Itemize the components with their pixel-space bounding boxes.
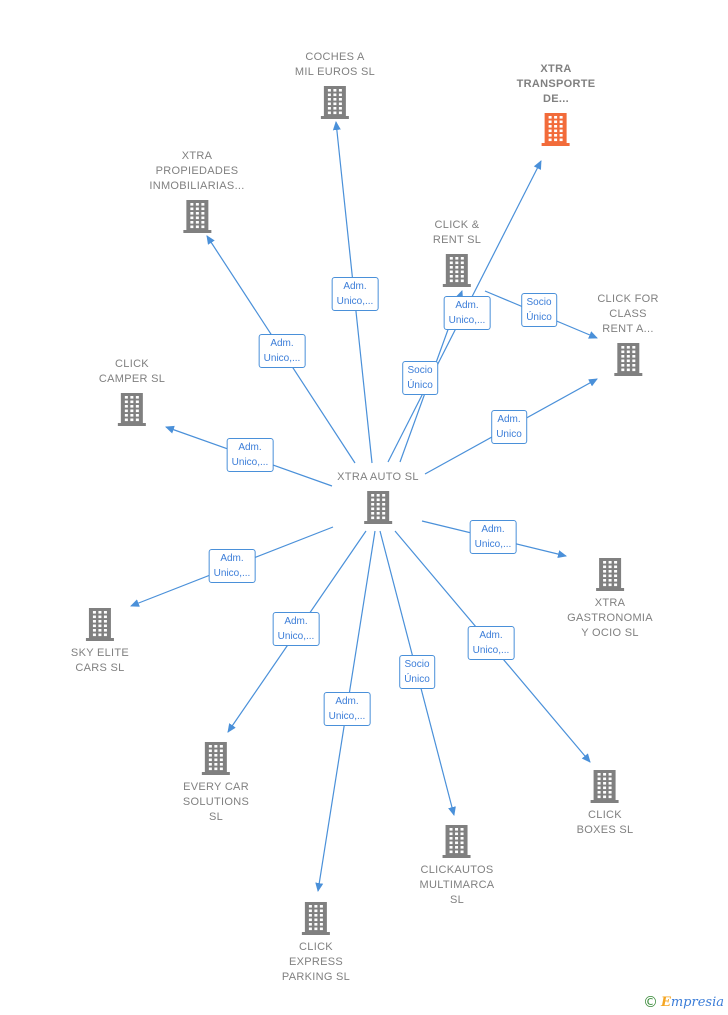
building-icon xyxy=(182,200,211,233)
company-node-click-for-class[interactable]: CLICK FOR CLASS RENT A... xyxy=(597,292,658,377)
relation-label[interactable]: Adm. Unico,... xyxy=(258,334,306,368)
building-icon xyxy=(302,902,330,935)
company-label: CLICKAUTOS MULTIMARCA SL xyxy=(419,864,495,906)
copyright-icon: © xyxy=(642,993,658,1011)
building-icon xyxy=(596,558,624,591)
relation-label[interactable]: Adm. Unico,... xyxy=(208,549,256,583)
building-icon xyxy=(321,86,349,119)
relation-label[interactable]: Adm. Unico,... xyxy=(272,612,320,646)
center-company-node[interactable]: XTRA AUTO SL xyxy=(337,470,419,525)
building-icon xyxy=(542,113,570,146)
company-node-sky-elite-cars[interactable]: SKY ELITE CARS SL xyxy=(71,606,129,676)
building-icon xyxy=(85,608,114,641)
company-node-xtra-propiedades[interactable]: XTRA PROPIEDADES INMOBILIARIAS... xyxy=(149,149,244,234)
company-node-xtra-gastronomia[interactable]: XTRA GASTRONOMIA Y OCIO SL xyxy=(567,556,653,641)
building-icon xyxy=(118,393,146,426)
relation-label[interactable]: Socio Único xyxy=(521,293,557,327)
relation-label[interactable]: Adm. Unico,... xyxy=(331,277,379,311)
company-label: CLICK FOR CLASS RENT A... xyxy=(597,293,659,335)
building-icon xyxy=(442,254,471,287)
company-label: XTRA PROPIEDADES INMOBILIARIAS... xyxy=(149,150,245,192)
relation-label[interactable]: Adm. Unico,... xyxy=(443,296,491,330)
company-label: XTRA GASTRONOMIA Y OCIO SL xyxy=(567,597,653,639)
company-label: COCHES A MIL EUROS SL xyxy=(294,51,376,78)
company-label: CLICK & RENT SL xyxy=(432,219,482,246)
building-icon xyxy=(364,491,392,524)
relation-label[interactable]: Adm. Unico xyxy=(491,410,527,444)
relation-label[interactable]: Socio Único xyxy=(402,361,438,395)
company-label: EVERY CAR SOLUTIONS SL xyxy=(182,781,250,823)
company-node-every-car-solutions[interactable]: EVERY CAR SOLUTIONS SL xyxy=(183,740,249,825)
company-node-click-camper[interactable]: CLICK CAMPER SL xyxy=(99,357,165,427)
company-label: SKY ELITE CARS SL xyxy=(70,647,130,674)
company-node-xtra-transporte[interactable]: XTRA TRANSPORTE DE... xyxy=(517,62,596,147)
building-icon xyxy=(614,343,642,376)
company-label: CLICK BOXES SL xyxy=(576,809,634,836)
company-label: XTRA AUTO SL xyxy=(337,471,419,483)
company-label: CLICK EXPRESS PARKING SL xyxy=(281,941,351,983)
relation-label[interactable]: Socio Único xyxy=(399,655,435,689)
company-label: CLICK CAMPER SL xyxy=(98,358,166,385)
company-node-coches-a-mil-euros[interactable]: COCHES A MIL EUROS SL xyxy=(295,50,375,120)
relation-label[interactable]: Adm. Unico,... xyxy=(226,438,274,472)
company-node-click-rent[interactable]: CLICK & RENT SL xyxy=(433,218,481,288)
brand-watermark: © Empresia xyxy=(643,993,724,1011)
relation-label[interactable]: Adm. Unico,... xyxy=(467,626,515,660)
building-icon xyxy=(590,770,619,803)
company-node-clickautos-multimarca[interactable]: CLICKAUTOS MULTIMARCA SL xyxy=(420,823,495,908)
building-icon xyxy=(442,825,471,858)
company-label: XTRA TRANSPORTE DE... xyxy=(516,63,596,105)
relation-label[interactable]: Adm. Unico,... xyxy=(323,692,371,726)
brand-name: Empresia xyxy=(660,994,724,1010)
relation-label[interactable]: Adm. Unico,... xyxy=(469,520,517,554)
company-node-click-boxes[interactable]: CLICK BOXES SL xyxy=(577,768,634,838)
company-node-click-express-parking[interactable]: CLICK EXPRESS PARKING SL xyxy=(282,900,350,985)
building-icon xyxy=(202,742,230,775)
